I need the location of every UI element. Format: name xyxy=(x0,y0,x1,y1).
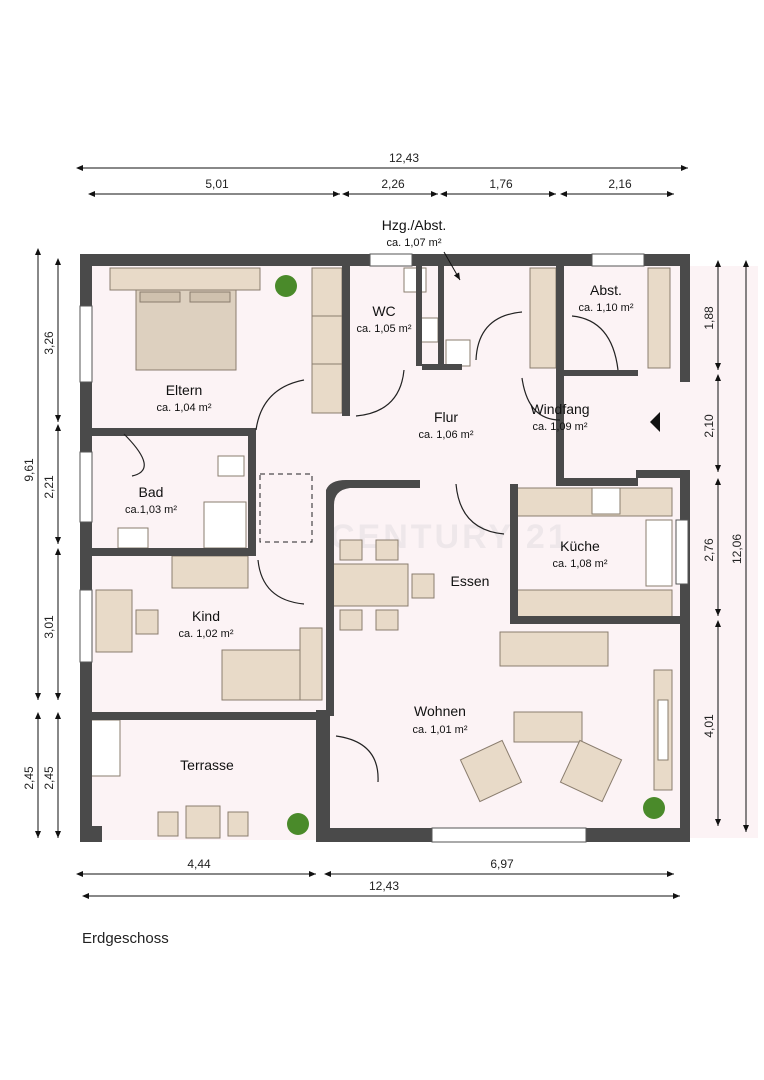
room-bad-area: ca.1,03 m² xyxy=(125,504,177,516)
boiler xyxy=(445,339,471,367)
room-flur-name: Flur xyxy=(434,409,458,425)
dim-bottom-1: 4,44 xyxy=(187,857,211,871)
room-windfang-area: ca. 1,09 m² xyxy=(532,421,587,433)
room-kueche-area: ca. 1,08 m² xyxy=(552,558,607,570)
dim-top-total: 12,43 xyxy=(389,151,419,165)
dim-left-1: 3,26 xyxy=(42,331,56,355)
room-abst-name: Abst. xyxy=(590,282,622,298)
windows xyxy=(79,253,689,843)
room-bad-name: Bad xyxy=(139,484,164,500)
watermark: CENTURY 21 xyxy=(330,518,570,556)
shower xyxy=(203,501,247,549)
furniture xyxy=(83,267,673,839)
dim-bottom-total: 12,43 xyxy=(369,879,399,893)
wardrobe xyxy=(311,267,343,414)
dim-left-outer-4: 2,45 xyxy=(42,766,56,790)
dim-top-1: 5,01 xyxy=(205,177,229,191)
room-hzg-name: Hzg./Abst. xyxy=(382,217,447,233)
dim-right-total: 12,06 xyxy=(730,534,744,564)
entrance-arrow-icon xyxy=(650,412,660,432)
bad-toilet xyxy=(217,455,245,477)
room-wohnen-name: Wohnen xyxy=(414,703,466,719)
dimension-labels: 12,43 5,01 2,26 1,76 2,16 9,61 3,26 2,21… xyxy=(22,151,744,893)
room-hzg-area: ca. 1,07 m² xyxy=(386,237,441,249)
dining-table xyxy=(331,563,409,607)
dim-right-1: 1,88 xyxy=(702,306,716,330)
dim-top-4: 2,16 xyxy=(608,177,632,191)
room-flur-area: ca. 1,06 m² xyxy=(418,429,473,441)
plant-icon xyxy=(275,275,665,835)
toilet xyxy=(403,267,427,293)
room-abst-area: ca. 1,10 m² xyxy=(578,302,633,314)
dim-left-3: 3,01 xyxy=(42,615,56,639)
dim-right-2: 2,10 xyxy=(702,414,716,438)
room-kind-name: Kind xyxy=(192,608,220,624)
dim-right-3: 2,76 xyxy=(702,538,716,562)
dim-left-4: 2,45 xyxy=(22,766,36,790)
dimension-lines xyxy=(35,165,749,899)
kitchen-counter-bottom xyxy=(515,589,673,619)
dim-bottom-2: 6,97 xyxy=(490,857,514,871)
room-labels: Eltern ca. 1,04 m² WC ca. 1,05 m² Hzg./A… xyxy=(125,217,634,773)
room-essen-name: Essen xyxy=(451,573,490,589)
coffee-table xyxy=(513,711,583,743)
room-eltern-area: ca. 1,04 m² xyxy=(156,402,211,414)
bad-sink xyxy=(117,527,149,549)
terrace-table xyxy=(185,805,221,839)
room-eltern-name: Eltern xyxy=(166,382,203,398)
floor-caption: Erdgeschoss xyxy=(82,930,169,947)
attic-hatch xyxy=(259,473,313,543)
dim-left-total: 9,61 xyxy=(22,458,36,482)
sofa xyxy=(499,631,609,667)
dim-right-4: 4,01 xyxy=(702,714,716,738)
room-kind-area: ca. 1,02 m² xyxy=(178,628,233,640)
dim-left-2: 2,21 xyxy=(42,475,56,499)
dim-top-3: 1,76 xyxy=(489,177,513,191)
room-wohnen-area: ca. 1,01 m² xyxy=(412,724,467,736)
room-wc-name: WC xyxy=(372,303,395,319)
room-wc-area: ca. 1,05 m² xyxy=(356,323,411,335)
room-windfang-name: Windfang xyxy=(530,401,589,417)
stove xyxy=(591,487,621,515)
shelf-kind xyxy=(171,555,249,589)
desk xyxy=(95,589,133,653)
room-terrasse-name: Terrasse xyxy=(180,757,234,773)
room-kueche-name: Küche xyxy=(560,538,600,554)
bed xyxy=(135,289,237,371)
doors xyxy=(123,311,619,783)
dim-top-2: 2,26 xyxy=(381,177,405,191)
